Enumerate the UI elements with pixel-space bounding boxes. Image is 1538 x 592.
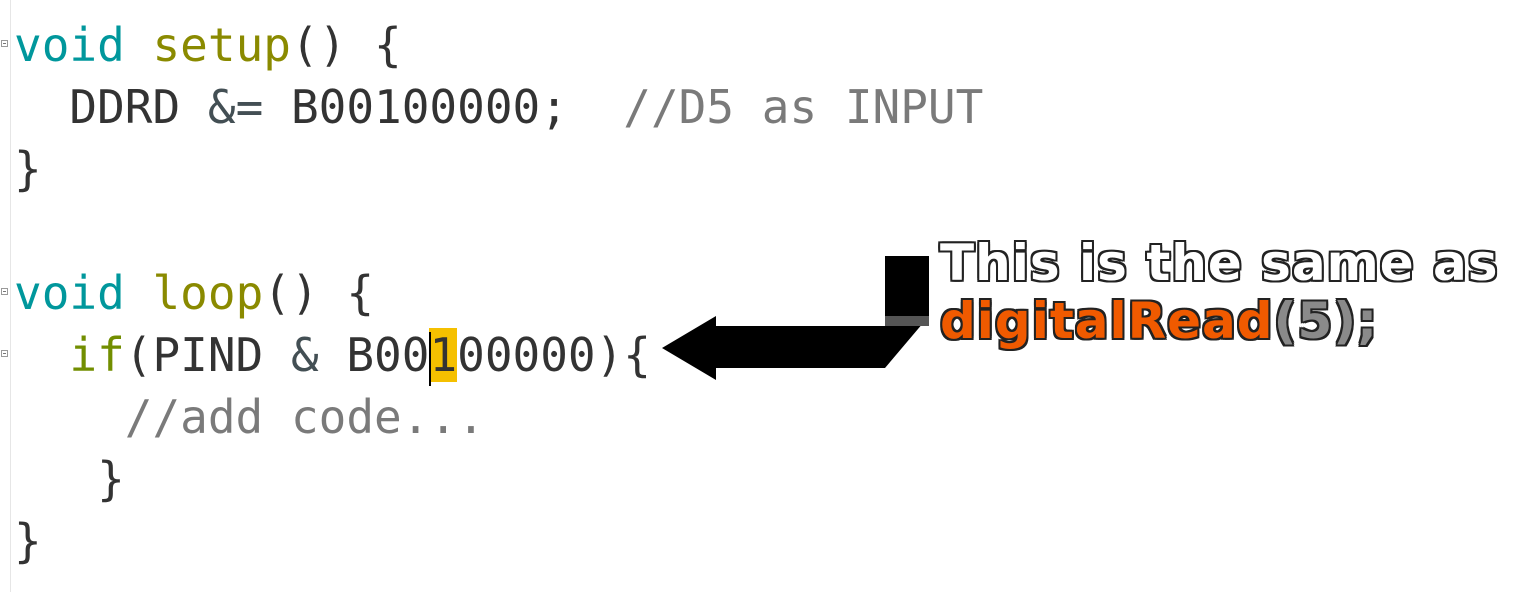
fold-toggle-icon[interactable] — [1, 350, 8, 357]
fold-toggle-icon[interactable] — [1, 40, 8, 47]
code-line[interactable]: void setup() { — [14, 14, 983, 76]
code-token: DDRD — [14, 80, 208, 134]
code-token: B00100000; — [263, 80, 624, 134]
fold-toggle-icon[interactable] — [1, 288, 8, 295]
code-token: if — [69, 328, 125, 382]
code-token: //add code... — [14, 390, 485, 444]
code-token: & — [290, 328, 319, 382]
code-line[interactable]: } — [14, 510, 983, 572]
annotation-line-1: This is the same as — [940, 234, 1499, 292]
code-token: } — [14, 142, 42, 196]
code-token: //D5 as INPUT — [623, 80, 984, 134]
code-token: 00000){ — [457, 328, 652, 382]
code-line[interactable]: } — [14, 138, 983, 200]
annotation-argument: 5 — [1297, 292, 1334, 350]
code-token: void — [14, 266, 125, 320]
code-line[interactable]: } — [14, 448, 983, 510]
code-token: () { — [263, 266, 375, 320]
annotation-line-2: digitalRead(5); — [940, 292, 1499, 350]
code-token: } — [14, 514, 42, 568]
highlighted-bit: 1 — [429, 328, 458, 386]
code-token: B00 — [318, 328, 430, 382]
code-token: () { — [290, 18, 402, 72]
code-line[interactable]: void loop() { — [14, 262, 983, 324]
code-token: void — [14, 18, 125, 72]
code-token: loop — [152, 266, 264, 320]
annotation-close-paren: ); — [1333, 292, 1379, 350]
annotation-function-name: digitalRead — [940, 292, 1274, 350]
annotation-callout: This is the same as digitalRead(5); — [940, 234, 1499, 350]
code-token: (PIND — [124, 328, 291, 382]
text-cursor — [429, 332, 432, 386]
code-line[interactable]: DDRD &= B00100000; //D5 as INPUT — [14, 76, 983, 138]
editor-gutter — [10, 0, 11, 592]
annotation-open-paren: ( — [1273, 292, 1298, 350]
code-token: setup — [152, 18, 291, 72]
code-line[interactable]: //add code... — [14, 386, 983, 448]
code-token: } — [14, 452, 125, 506]
code-token: &= — [207, 80, 264, 134]
code-editor[interactable]: void setup() { DDRD &= B00100000; //D5 a… — [14, 14, 983, 572]
